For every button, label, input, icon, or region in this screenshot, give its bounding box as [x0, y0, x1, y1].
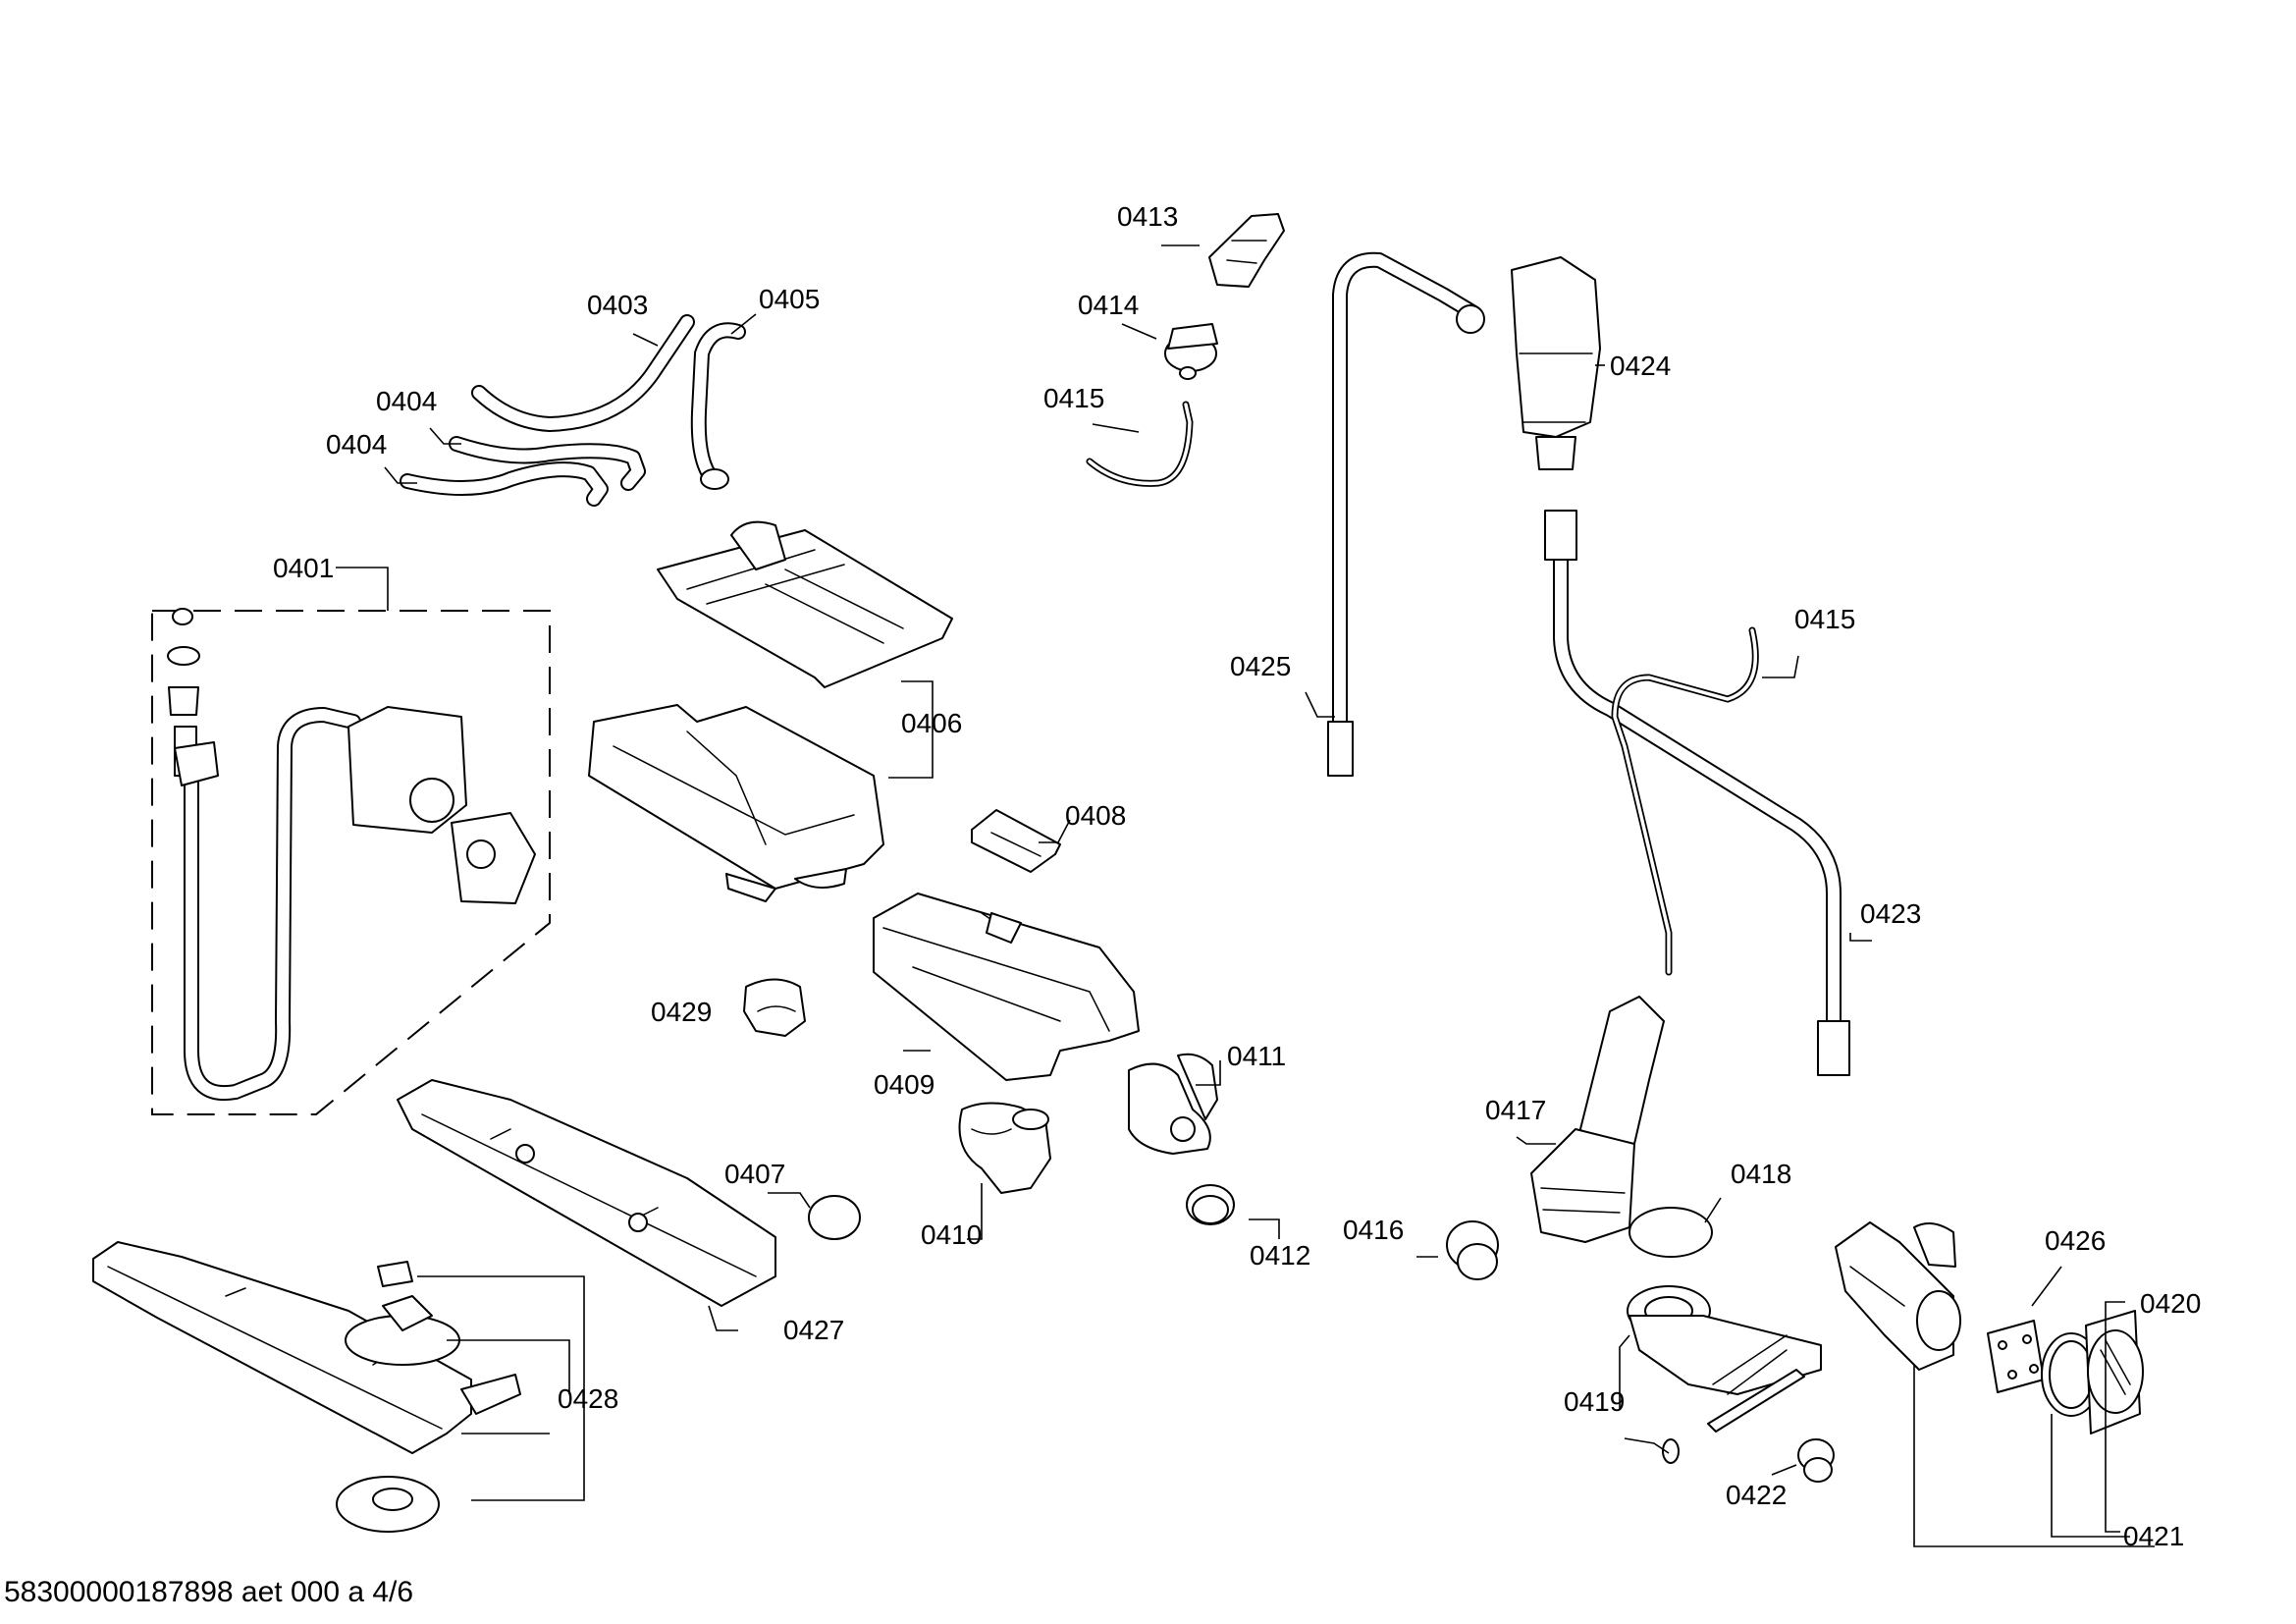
part-0427-bracket [397, 1079, 776, 1307]
part-0429-clip [743, 978, 806, 1037]
label-0415: 0415 [1794, 604, 1855, 634]
label-0413: 0413 [1117, 201, 1178, 232]
part-0420-0421-filter [2041, 1310, 2144, 1435]
part-dispenser-housing [588, 704, 884, 902]
assembly-0401-outline [151, 610, 551, 1115]
part-clamps [808, 1184, 1835, 1483]
part-0414-pressure-switch [1164, 323, 1218, 380]
part-inlet-hose-assembly [167, 608, 536, 1102]
label-0401: 0401 [273, 553, 334, 583]
label-0421: 0421 [2123, 1521, 2184, 1551]
leader-lines [336, 244, 2155, 1547]
part-0423-hose [1544, 510, 1850, 1076]
part-hoses-0403-0404 [400, 314, 695, 507]
label-0422: 0422 [1726, 1480, 1787, 1510]
label-0411: 0411 [1227, 1041, 1286, 1071]
label-0427: 0427 [783, 1315, 844, 1345]
label-0417: 0417 [1485, 1095, 1546, 1125]
label-0408: 0408 [1065, 800, 1126, 831]
part-dispenser-lid [657, 520, 953, 688]
label-0423: 0423 [1860, 898, 1921, 929]
label-0414: 0414 [1078, 290, 1139, 320]
label-0409: 0409 [874, 1069, 934, 1100]
label-0407: 0407 [724, 1159, 785, 1189]
label-0424: 0424 [1610, 351, 1671, 381]
part-elbow-0410 [958, 1102, 1051, 1194]
part-elbow-0411 [1128, 1053, 1218, 1155]
label-0415: 0415 [1043, 383, 1104, 413]
label-0420: 0420 [2140, 1288, 2201, 1319]
label-0404: 0404 [376, 386, 437, 416]
label-0426: 0426 [2045, 1225, 2106, 1256]
label-0425: 0425 [1230, 651, 1291, 681]
part-labels: 0401 0403 0404 0404 0405 0406 0407 0408 … [273, 201, 2201, 1551]
document-reference-footer: 58300000187898 aet 000 a 4/6 [4, 1576, 414, 1608]
part-0417-bellows [1530, 996, 1665, 1243]
label-0404: 0404 [326, 429, 387, 460]
label-0418: 0418 [1731, 1159, 1791, 1189]
part-0415-tube-long [1611, 626, 1759, 976]
part-0428-base [92, 1241, 521, 1533]
part-0425-hose [1327, 251, 1485, 777]
label-0428: 0428 [558, 1383, 618, 1414]
part-0424-housing [1511, 256, 1601, 470]
part-hose-0405 [690, 322, 746, 490]
part-0420-pump [1835, 1221, 1961, 1371]
label-0429: 0429 [651, 997, 712, 1027]
label-0406: 0406 [901, 708, 962, 738]
label-0405: 0405 [759, 284, 820, 314]
label-0403: 0403 [587, 290, 648, 320]
label-0419: 0419 [1564, 1386, 1625, 1417]
part-0426-gasket-plate [1987, 1320, 2045, 1393]
part-0408-clip [971, 809, 1061, 873]
part-0413-connector [1208, 213, 1285, 288]
label-0416: 0416 [1343, 1215, 1404, 1245]
label-0412: 0412 [1250, 1240, 1310, 1271]
part-0419-sump [1627, 1285, 1822, 1464]
part-dispenser-drawer [873, 893, 1140, 1081]
part-0415-tube-small [1086, 401, 1194, 487]
label-0410: 0410 [921, 1219, 982, 1250]
